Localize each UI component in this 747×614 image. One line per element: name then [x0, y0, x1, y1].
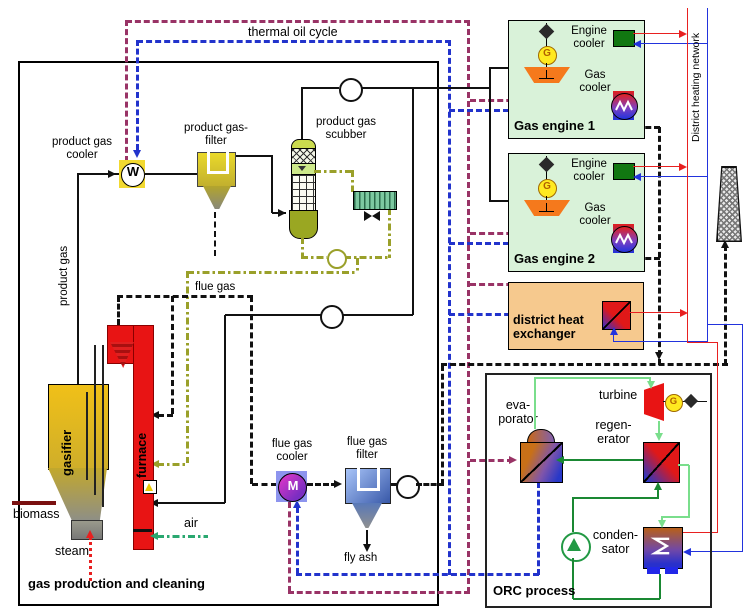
coil-glyph: [650, 537, 670, 555]
air-line: [157, 535, 208, 538]
gas-cooler-icon: [611, 93, 638, 120]
thermal-oil-cycle-label: thermal oil cycle: [248, 25, 338, 39]
heat-exchanger-icon: [602, 301, 631, 330]
engine-icon: [524, 200, 570, 216]
biomass-label: biomass: [13, 507, 60, 521]
fly-ash-label: fly ash: [344, 552, 378, 564]
gas-production-title: gas production and cleaning: [28, 576, 205, 591]
generator-icon: [665, 394, 683, 412]
orc-title: ORC process: [493, 583, 576, 598]
orc-box: [485, 373, 712, 608]
district-heating-network-label: District heating network: [690, 32, 702, 142]
regenerator-icon: [643, 442, 680, 483]
generator-icon: [538, 179, 557, 198]
furnace-label: furnace: [135, 432, 149, 478]
coil-glyph: [615, 99, 633, 113]
gas-cooler-label: Gas cooler: [579, 202, 611, 227]
pump-icon: [339, 78, 363, 102]
generator-icon: [538, 46, 557, 65]
heat-exchanger-symbol: W: [126, 164, 140, 179]
regenerator-label: regen- erator: [595, 418, 632, 446]
gas-engine-1-title: Gas engine 1: [514, 118, 595, 133]
engine-cooler-icon: [613, 163, 635, 180]
fan-icon: [364, 211, 372, 221]
scrubber-cooler: [353, 191, 397, 210]
steam-label: steam: [55, 544, 90, 558]
biomass-line: [12, 501, 56, 505]
motor-symbol: M: [287, 478, 299, 493]
gas-cooler-label: Gas cooler: [579, 69, 611, 94]
gas-engine-2-title: Gas engine 2: [514, 251, 595, 266]
product-gas-cooler-label: product gas cooler: [51, 136, 113, 161]
engine-icon: [524, 67, 570, 83]
gas-cooler-icon: [611, 226, 638, 253]
flue-gas-label: flue gas: [195, 281, 236, 293]
district-heat-exchanger-title: district heat exchanger: [513, 313, 584, 341]
pump-icon: [320, 305, 344, 329]
evaporator-label: eva- porator: [498, 398, 538, 426]
engine-cooler-label: Engine cooler: [571, 158, 607, 183]
coil-glyph: [615, 232, 633, 246]
turbine-icon: [644, 383, 664, 421]
steam-line: [89, 537, 92, 581]
product-gas-label: product gas: [58, 245, 70, 306]
product-gas-scrubber-label: product gas scubber: [315, 116, 377, 141]
gas-production-box: [18, 61, 439, 606]
turbine-label: turbine: [599, 388, 638, 402]
air-label: air: [184, 516, 198, 530]
flue-gas-cooler-label: flue gas cooler: [271, 438, 313, 463]
condensator-label: conden- sator: [592, 528, 639, 556]
gasifier-label: gasifier: [59, 429, 74, 476]
evaporator-icon: [520, 442, 563, 483]
product-gas-filter-label: product gas- filter: [184, 122, 248, 147]
engine-cooler-icon: [613, 30, 635, 47]
flue-gas-filter-label: flue gas filter: [346, 436, 388, 461]
engine-cooler-label: Engine cooler: [571, 25, 607, 50]
pump-icon: [396, 475, 420, 499]
